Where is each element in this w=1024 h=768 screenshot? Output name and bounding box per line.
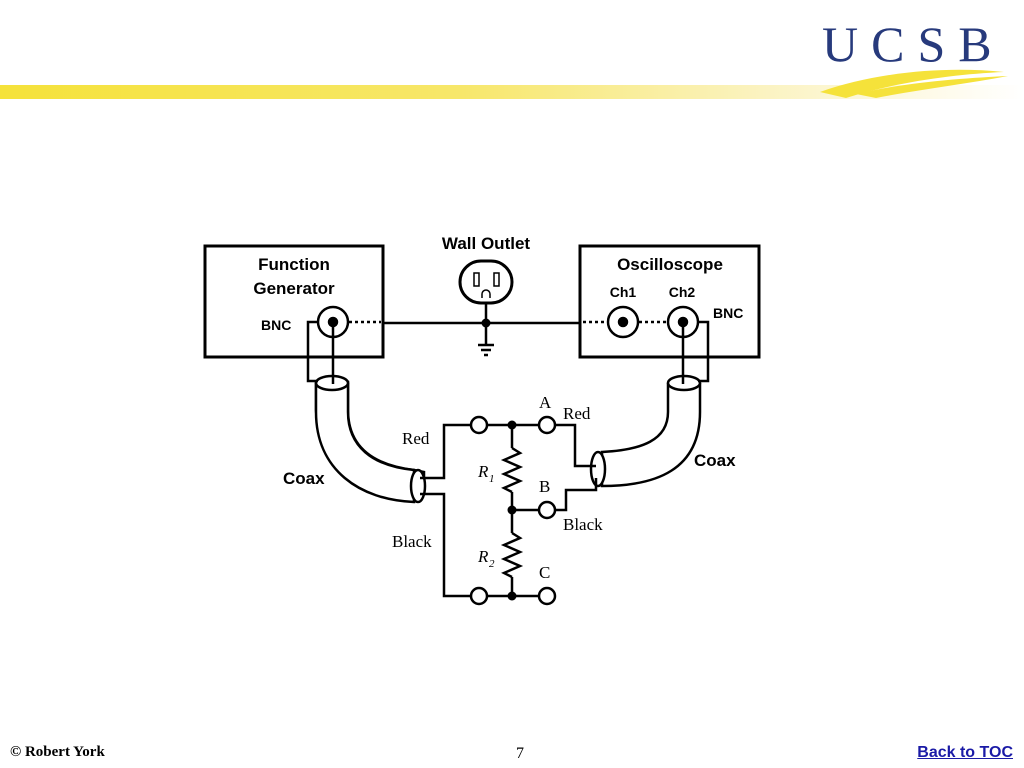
terminal-b xyxy=(537,500,557,520)
r1-label: R xyxy=(477,462,489,481)
node-b-label: B xyxy=(539,477,550,496)
terminal-a xyxy=(537,415,557,435)
logo-swoosh-icon xyxy=(820,69,1008,98)
node-c-label: C xyxy=(539,563,550,582)
scope-ch1-bnc-connector xyxy=(606,305,640,339)
ch1-label: Ch1 xyxy=(610,284,637,300)
ucsb-logo: UCSB xyxy=(816,14,1016,100)
back-to-toc-link[interactable]: Back to TOC xyxy=(917,744,1013,761)
fg-bnc-label: BNC xyxy=(261,317,291,333)
red-lead-right xyxy=(547,423,596,468)
black-lead-left xyxy=(420,492,479,598)
oscilloscope-box xyxy=(578,244,761,359)
black-label-left: Black xyxy=(392,532,432,551)
r2-subscript: 2 xyxy=(489,558,495,570)
r2-label: R xyxy=(477,547,489,566)
terminal-c xyxy=(537,586,557,606)
copyright-text: © Robert York xyxy=(10,744,105,760)
terminal-top-left xyxy=(469,415,489,435)
function-generator-label-2: Generator xyxy=(253,279,335,298)
black-lead-right xyxy=(547,478,598,512)
coax-label-left: Coax xyxy=(283,469,325,488)
r1-subscript: 1 xyxy=(489,473,495,485)
node-dot-top xyxy=(507,420,517,430)
coax-label-right: Coax xyxy=(694,451,736,470)
node-a-label: A xyxy=(539,393,552,412)
function-generator-label-1: Function xyxy=(258,255,330,274)
red-label-left: Red xyxy=(402,429,430,448)
r2-resistor xyxy=(500,531,524,579)
node-dot-bottom xyxy=(507,591,517,601)
header-accent-bar xyxy=(0,85,1024,99)
left-coax-cable xyxy=(314,374,427,504)
black-label-right: Black xyxy=(563,515,603,534)
node-dot-middle xyxy=(507,505,517,515)
logo-text: UCSB xyxy=(822,16,1005,72)
terminal-bottom-left xyxy=(469,586,489,606)
red-lead-left xyxy=(420,423,479,480)
red-label-right: Red xyxy=(563,404,591,423)
ground-junction-dot xyxy=(481,318,491,328)
scope-bnc-label: BNC xyxy=(713,305,743,321)
wall-outlet-label: Wall Outlet xyxy=(442,234,530,253)
oscilloscope-label: Oscilloscope xyxy=(617,255,723,274)
wall-outlet-icon xyxy=(458,259,514,305)
r1-resistor xyxy=(500,446,524,494)
ground-symbol-icon xyxy=(478,343,494,357)
ch2-label: Ch2 xyxy=(669,284,696,300)
function-generator-box xyxy=(203,244,385,359)
page-number: 7 xyxy=(516,745,524,762)
right-coax-cable xyxy=(589,374,702,488)
